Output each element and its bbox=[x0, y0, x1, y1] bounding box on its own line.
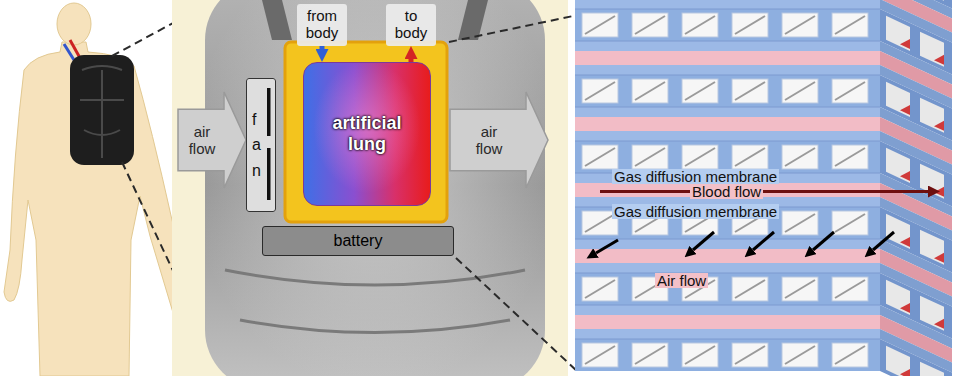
backpack-photo bbox=[205, 0, 545, 376]
air-flow-arrow bbox=[813, 232, 834, 250]
fan-blade bbox=[267, 88, 271, 136]
fan-blade bbox=[267, 148, 271, 200]
membrane-layer bbox=[575, 41, 880, 107]
port-label: from body bbox=[297, 4, 347, 46]
tube-red bbox=[70, 40, 80, 58]
structure-label: Gas diffusion membrane bbox=[612, 204, 779, 219]
structure-label: Gas diffusion membrane bbox=[612, 169, 779, 184]
membrane-layer bbox=[575, 107, 880, 173]
backpack-strap bbox=[262, 0, 488, 40]
membrane-layer-side bbox=[880, 305, 952, 376]
node-text: air flow bbox=[189, 123, 216, 158]
structure-label: Air flow bbox=[655, 273, 708, 288]
structure-label: Blood flow bbox=[690, 184, 763, 199]
blood-flow-arrow bbox=[600, 190, 928, 193]
node-text: fan bbox=[252, 107, 261, 184]
arrow-shape bbox=[178, 92, 246, 188]
node-text: artificial lung bbox=[332, 113, 401, 154]
backpack-detail bbox=[80, 66, 124, 158]
air-flow-arrow bbox=[693, 232, 714, 250]
node-text: air flow bbox=[476, 123, 503, 158]
airflow-arrow-box: air flow bbox=[178, 92, 246, 188]
air-flow-arrow bbox=[753, 232, 774, 250]
membrane-layer bbox=[575, 239, 880, 305]
battery-box: battery bbox=[262, 226, 454, 256]
node-text: to body bbox=[395, 8, 428, 42]
person-head bbox=[57, 3, 91, 45]
arrow-shape bbox=[450, 92, 548, 188]
node-text: from body bbox=[306, 8, 339, 42]
air-flow-arrow bbox=[873, 232, 894, 250]
blood-inlet-tube bbox=[320, 46, 325, 49]
air-flow-arrow bbox=[596, 240, 618, 253]
person-silhouette bbox=[4, 42, 200, 376]
membrane-stack-side bbox=[880, 0, 952, 376]
membrane-stack bbox=[575, 0, 880, 371]
airflow-arrow-box: air flow bbox=[450, 92, 548, 188]
backpack bbox=[70, 55, 134, 165]
membrane-layer bbox=[575, 0, 880, 41]
membrane-layer bbox=[575, 305, 880, 371]
lung-housing bbox=[285, 42, 447, 222]
port-label: to body bbox=[386, 4, 436, 46]
fan-box: fan bbox=[246, 78, 276, 212]
node-text: battery bbox=[334, 232, 383, 250]
fan-body bbox=[246, 78, 276, 212]
backpack-photo-glow bbox=[205, 0, 545, 376]
artificial-lung-box: artificial lung bbox=[303, 62, 431, 206]
